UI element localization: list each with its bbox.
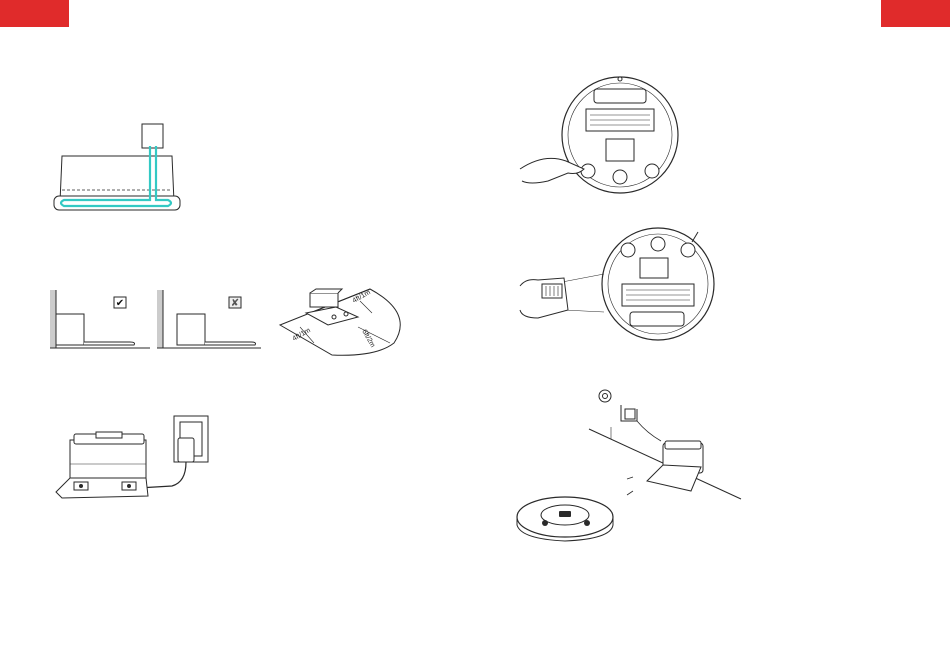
dock-power-figure <box>52 412 212 512</box>
cross-icon: ✘ <box>231 298 239 309</box>
check-icon: ✔ <box>116 298 124 309</box>
left-page-tab <box>0 0 69 27</box>
robot-underside-figure-1 <box>518 73 684 197</box>
right-page-tab <box>881 0 950 27</box>
cable-routing-figure <box>50 122 185 214</box>
clearance-figure: 4ft/1m 4ft/1m 6ft/2m <box>276 283 406 359</box>
placement-correct-figure: ✔ <box>50 288 150 352</box>
placement-incorrect-figure: ✘ <box>157 288 261 352</box>
robot-underside-figure-2 <box>518 226 720 346</box>
robot-docking-figure <box>515 387 745 545</box>
